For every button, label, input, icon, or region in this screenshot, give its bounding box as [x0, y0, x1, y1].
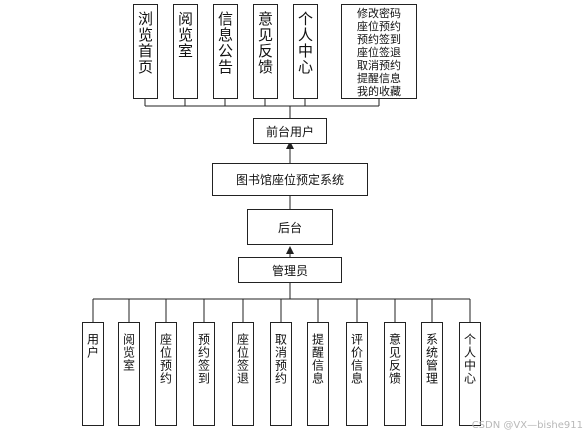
front-module-personal-center: 个人中心 — [293, 4, 318, 99]
admin-module-reading-room: 阅览室 — [118, 322, 140, 426]
admin-module-reminder-info: 提醒信息 — [307, 322, 329, 426]
admin-node: 管理员 — [238, 257, 342, 283]
backend-node: 后台 — [247, 209, 333, 245]
system-node: 图书馆座位预定系统 — [212, 163, 368, 196]
front-module-notice: 信息公告 — [213, 4, 238, 99]
admin-module-feedback: 意见反馈 — [384, 322, 406, 426]
admin-module-user: 用户 — [82, 322, 104, 426]
admin-module-seat-checkout: 座位签退 — [232, 322, 254, 426]
front-module-feedback: 意见反馈 — [253, 4, 278, 99]
admin-module-seat-reservation: 座位预约 — [155, 322, 177, 426]
front-module-personal-functions: 修改密码 座位预约 预约签到 座位签退 取消预约 提醒信息 我的收藏 — [341, 4, 417, 99]
admin-module-review-info: 评价信息 — [346, 322, 368, 426]
front-user-node: 前台用户 — [253, 118, 327, 144]
watermark: CSDN @VX—bishe911 — [471, 420, 583, 431]
admin-module-system-management: 系统管理 — [421, 322, 443, 426]
admin-module-cancel-reservation: 取消预约 — [270, 322, 292, 426]
front-module-browse-home: 浏览首页 — [133, 4, 158, 99]
admin-module-personal-center: 个人中心 — [459, 322, 481, 426]
admin-module-reservation-checkin: 预约签到 — [193, 322, 215, 426]
front-module-reading-room: 阅览室 — [173, 4, 198, 99]
